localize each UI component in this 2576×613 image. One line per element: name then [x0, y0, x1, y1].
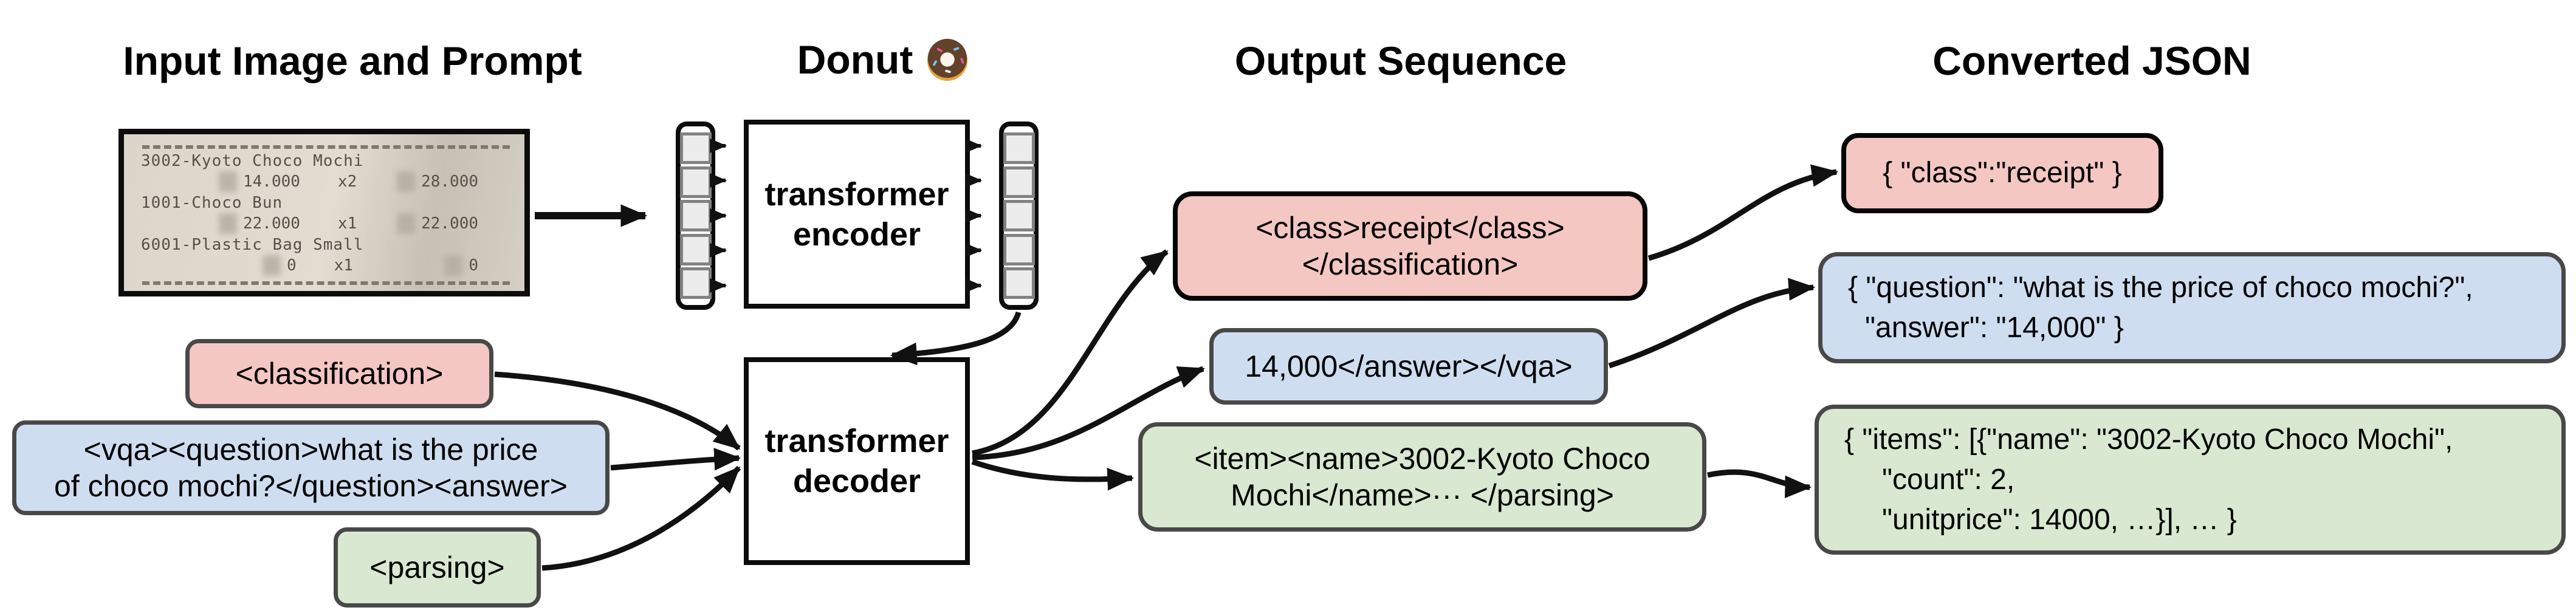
redacted-blur	[444, 255, 463, 276]
prompt-parsing-text: <parsing>	[369, 550, 505, 584]
json-classification-box: { "class":"receipt" }	[1841, 133, 2163, 213]
arrow-classification-output-to-json	[1647, 164, 1839, 261]
transformer-decoder-block: transformer decoder	[744, 357, 970, 565]
prompt-vqa-box: <vqa><question>what is the price of choc…	[12, 420, 610, 515]
encoder-label-line2: encoder	[792, 216, 921, 253]
prompt-parsing-box: <parsing>	[334, 527, 541, 608]
redacted-blur	[219, 213, 237, 235]
output-parsing-line1: <item><name>3002-Kyoto Choco	[1194, 442, 1650, 476]
output-parsing-line2: Mochi</name>··· </parsing>	[1231, 478, 1614, 512]
model-title: Donut	[797, 37, 913, 82]
receipt-item-name: 3002-Kyoto Choco Mochi	[141, 151, 364, 170]
prompt-classification-text: <classification>	[235, 357, 444, 391]
patch-square	[679, 166, 712, 198]
redacted-blur	[219, 171, 237, 193]
patch-square	[679, 200, 712, 231]
decoder-label-line1: transformer	[764, 423, 949, 459]
receipt-item-amounts: 22.000 x1 22.000	[141, 213, 513, 235]
count: x2	[337, 173, 357, 191]
json-column-header: Converted JSON	[1932, 38, 2251, 83]
prompt-classification-box: <classification>	[185, 339, 493, 408]
receipt-item-amounts: 14.000 x2 28.000	[141, 171, 513, 193]
total-price: 22.000	[421, 214, 478, 233]
model-column-header: Donut	[757, 32, 1012, 87]
total-price: 0	[469, 256, 478, 275]
receipt-item-name: 1001-Choco Bun	[141, 193, 283, 212]
receipt-separator-bottom	[142, 281, 510, 285]
arrow-vqa-output-to-json	[1608, 278, 1816, 369]
json-parsing-line3: "unitprice": 14000, …}], … }	[1882, 503, 2237, 536]
input-column-header: Input Image and Prompt	[123, 38, 582, 83]
decoder-label-line2: decoder	[792, 463, 921, 499]
encoder-input-patch-strip	[676, 122, 715, 310]
output-vqa-text: 14,000</answer></vqa>	[1245, 349, 1573, 383]
json-vqa-line2: "answer": "14,000" }	[1865, 311, 2124, 344]
output-classification-line2: </classification>	[1302, 247, 1519, 281]
total-price: 28.000	[421, 173, 478, 191]
arrow-embedding-to-decoder	[890, 311, 1022, 366]
json-parsing-box: { "items": [{"name": "3002-Kyoto Choco M…	[1815, 405, 2566, 555]
patch-square	[679, 233, 712, 265]
prompt-vqa-text-line2: of choco mochi?</question><answer>	[54, 469, 568, 503]
receipt-item-name: 6001-Plastic Bag Small	[141, 235, 364, 254]
output-column-header: Output Sequence	[1234, 38, 1567, 83]
output-classification-box: <class>receipt</class> </classification>	[1173, 191, 1647, 301]
transformer-encoder-block: transformer encoder	[744, 120, 970, 309]
json-vqa-box: { "question": "what is the price of choc…	[1818, 252, 2566, 363]
embedding-square	[1003, 200, 1035, 231]
arrow-parsing-output-to-json	[1707, 469, 1812, 498]
receipt-item-amounts: 0 x1 0	[141, 255, 513, 276]
receipt-separator-top	[142, 145, 510, 149]
output-vqa-box: 14,000</answer></vqa>	[1209, 328, 1608, 405]
redacted-blur	[263, 255, 281, 276]
prompt-vqa-text-line1: <vqa><question>what is the price	[83, 433, 538, 467]
embedding-square	[1003, 233, 1035, 265]
redacted-blur	[397, 213, 416, 235]
json-parsing-line1: { "items": [{"name": "3002-Kyoto Choco M…	[1844, 423, 2453, 456]
patch-square	[679, 132, 712, 164]
count: x1	[337, 214, 357, 233]
output-parsing-box: <item><name>3002-Kyoto Choco Mochi</name…	[1138, 422, 1706, 532]
patch-square	[679, 267, 712, 299]
count: x1	[334, 256, 353, 275]
redacted-blur	[397, 171, 416, 193]
embedding-square	[1003, 132, 1035, 164]
unit-price: 0	[287, 256, 297, 275]
encoder-label-line1: transformer	[764, 176, 949, 213]
unit-price: 14.000	[243, 173, 300, 191]
embedding-square	[1003, 166, 1035, 198]
json-vqa-line1: { "question": "what is the price of choc…	[1848, 271, 2473, 304]
arrow-decoder-to-parsing-output	[971, 459, 1135, 491]
donut-icon	[927, 38, 968, 81]
arrow-vqa-prompt-to-decoder	[610, 448, 741, 471]
embedding-square	[1003, 267, 1035, 299]
json-parsing-line2: "count": 2,	[1882, 463, 2015, 496]
receipt-image: 3002-Kyoto Choco Mochi 14.000 x2 28.000 …	[118, 129, 530, 296]
encoder-output-embedding-strip	[999, 122, 1039, 310]
json-classification-text: { "class":"receipt" }	[1883, 157, 2122, 189]
unit-price: 22.000	[243, 214, 300, 233]
output-classification-line1: <class>receipt</class>	[1255, 211, 1565, 245]
